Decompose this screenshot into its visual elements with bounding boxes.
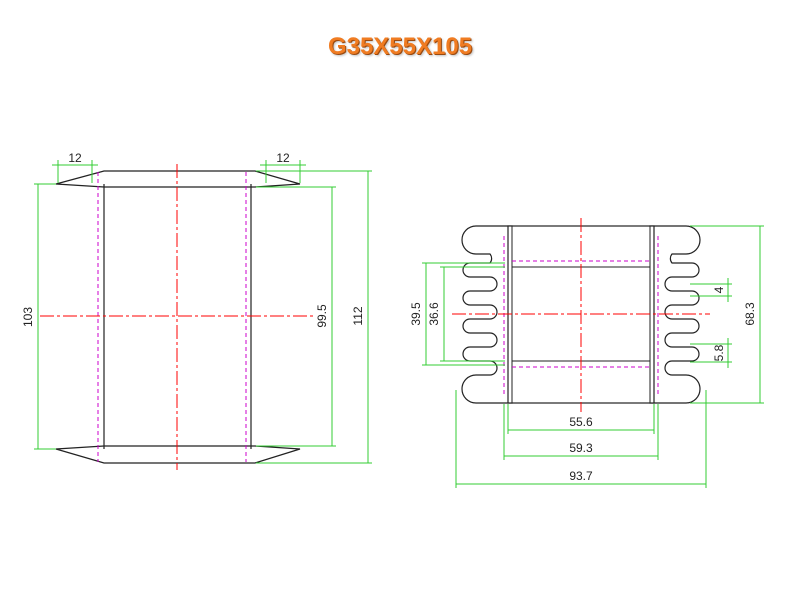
dim-label-window-outer: 39.5 xyxy=(409,302,423,326)
dim-label-tab-width: 5.8 xyxy=(712,344,726,361)
dimension-height-inner xyxy=(256,186,336,447)
dim-label-total-width: 93.7 xyxy=(569,469,593,483)
dim-label-flange-left: 12 xyxy=(68,151,82,165)
dimension-tab-width xyxy=(690,338,732,368)
dimension-total-width xyxy=(455,390,707,488)
dim-label-flange-right: 12 xyxy=(276,151,290,165)
dimension-window-inner xyxy=(440,266,505,362)
dimension-height-total xyxy=(256,170,372,464)
top-flange xyxy=(55,170,301,188)
dimension-flange-left xyxy=(52,160,98,183)
dim-label-core-width: 55.6 xyxy=(569,415,593,429)
dimension-bobbin-width xyxy=(503,404,659,460)
bottom-flange xyxy=(55,445,301,464)
dimension-window-outer xyxy=(422,262,505,366)
right-comb-flange xyxy=(649,225,701,404)
dim-label-window-inner: 36.6 xyxy=(427,302,441,326)
page-title: G35X55X105 xyxy=(327,33,473,60)
side-view: 12 12 103 99.5 xyxy=(21,151,372,470)
dimension-height-outer xyxy=(34,183,56,450)
dim-label-end-height: 68.3 xyxy=(743,302,757,326)
dim-label-height-total: 112 xyxy=(351,306,365,325)
dim-label-height-inner: 99.5 xyxy=(315,304,329,328)
dim-label-bobbin-width: 59.3 xyxy=(569,441,593,455)
end-view: 39.5 36.6 4 5.8 xyxy=(409,218,764,488)
dimension-tab-pitch xyxy=(690,278,732,302)
dimension-core-width xyxy=(507,404,655,434)
dim-label-height-outer: 103 xyxy=(21,307,35,327)
dim-label-tab-pitch: 4 xyxy=(712,286,726,293)
dimension-end-height xyxy=(690,225,764,404)
